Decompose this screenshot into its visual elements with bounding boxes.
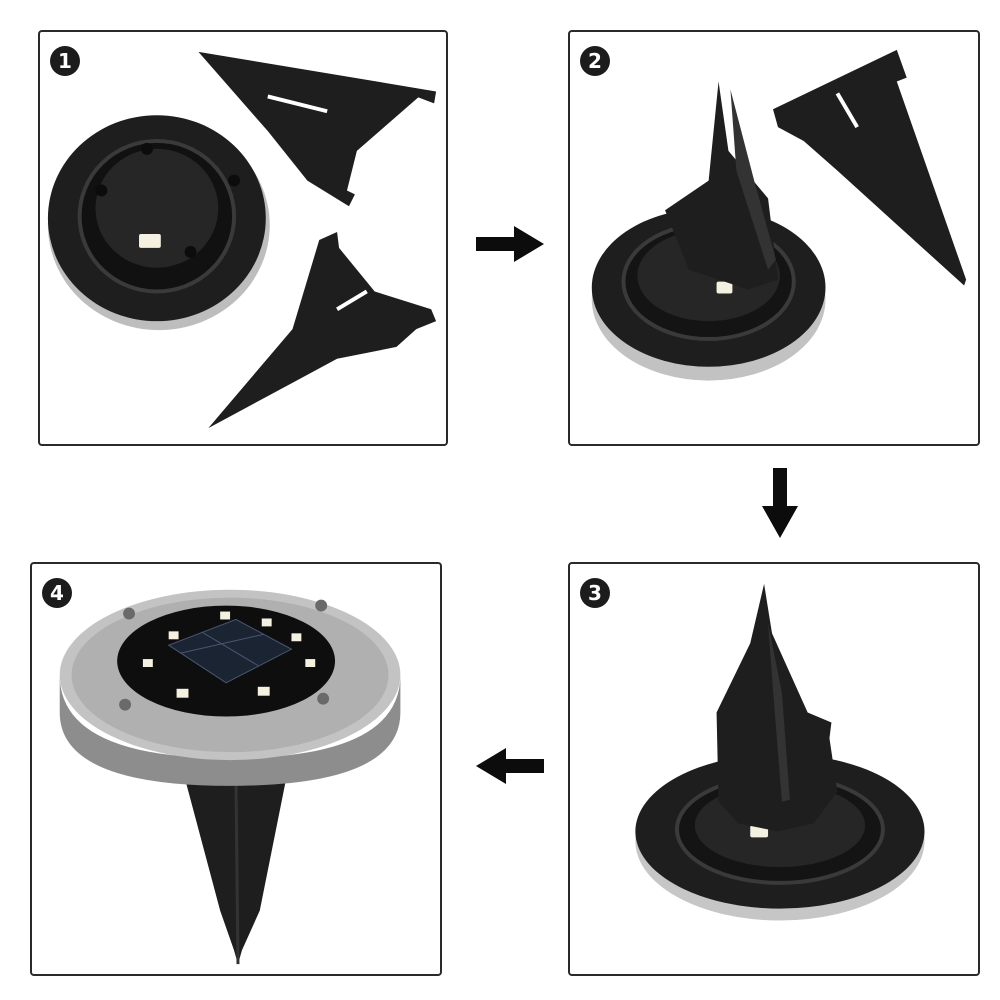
step-panel-1: 1 — [38, 30, 448, 446]
step-2-illustration — [591, 49, 967, 381]
step-number-badge: 1 — [50, 46, 80, 76]
arrow-down-icon — [762, 468, 798, 538]
arrow-right-icon — [476, 226, 544, 262]
step-panel-2: 2 — [568, 30, 980, 446]
step-1-illustration — [47, 51, 437, 429]
arrow-left-icon — [476, 748, 544, 784]
step-4-illustration — [59, 589, 401, 965]
step-number-badge: 2 — [580, 46, 610, 76]
step-3-illustration — [635, 583, 925, 921]
step-panel-4: 4 — [30, 562, 442, 976]
step-number-badge: 3 — [580, 578, 610, 608]
step-number-badge: 4 — [42, 578, 72, 608]
step-panel-3: 3 — [568, 562, 980, 976]
